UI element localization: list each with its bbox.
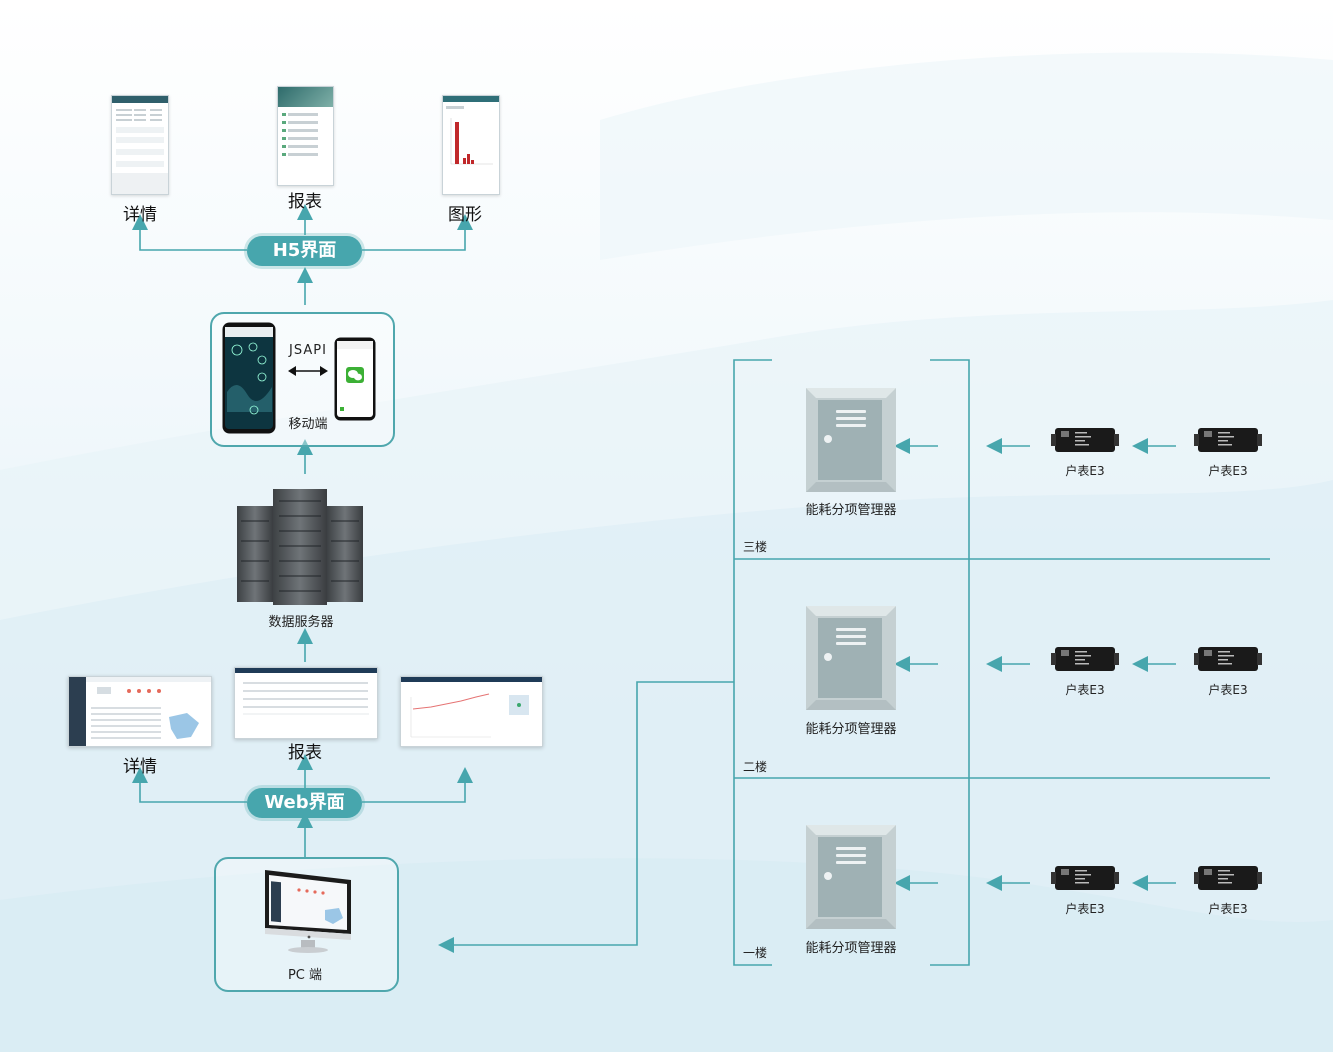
meter-e3-floor-2-left [1051,647,1119,671]
manager-cabinet-floor-2 [806,606,896,710]
meter-e3-floor-3-left [1051,428,1119,452]
floor-label-3: 三楼 [743,540,768,554]
web-report-screenshot[interactable] [234,667,378,739]
manager-label-floor-2: 能耗分项管理器 [805,722,897,737]
meter-e3-floor-3-right [1194,428,1262,452]
floor-label-2: 二楼 [743,760,768,774]
web-details-label: 详情 [123,757,157,777]
mobile-caption: 移动端 [288,417,328,432]
h5-details-screenshot[interactable] [111,95,169,195]
h5-interface-pill[interactable]: H5界面 [247,236,362,266]
meter-label-floor-1-left: 户表E3 [1065,902,1105,916]
web-interface-pill[interactable]: Web界面 [247,788,362,818]
meter-e3-floor-1-left [1051,866,1119,890]
web-report-label: 报表 [288,743,322,763]
meter-label-floor-1-right: 户表E3 [1208,902,1248,916]
server-caption: 数据服务器 [268,615,334,630]
manager-cabinet-floor-1 [806,825,896,929]
bidirectional-arrow-icon [288,366,328,376]
floor-label-1: 一楼 [743,946,768,960]
jsapi-label: JSAPI [289,343,327,358]
meter-label-floor-3-right: 户表E3 [1208,464,1248,478]
pc-caption: PC 端 [287,968,323,983]
web-details-screenshot[interactable] [68,676,212,747]
h5-report-label: 报表 [288,192,322,212]
iphone-wechat-image [334,337,376,421]
h5-report-screenshot[interactable] [277,86,334,186]
meter-e3-floor-1-right [1194,866,1262,890]
meter-label-floor-3-left: 户表E3 [1065,464,1105,478]
meter-label-floor-2-right: 户表E3 [1208,683,1248,697]
meter-label-floor-2-left: 户表E3 [1065,683,1105,697]
h5-details-label: 详情 [123,205,157,225]
data-server-image [237,489,363,605]
h5-chart-screenshot[interactable] [442,95,500,195]
meter-e3-floor-2-right [1194,647,1262,671]
pc-monitor-image [265,870,351,953]
manager-label-floor-1: 能耗分项管理器 [805,941,897,956]
h5-chart-label: 图形 [448,205,482,225]
manager-label-floor-3: 能耗分项管理器 [805,503,897,518]
manager-cabinet-floor-3 [806,388,896,492]
android-phone-image [222,322,276,434]
web-chart-screenshot[interactable] [400,676,543,747]
